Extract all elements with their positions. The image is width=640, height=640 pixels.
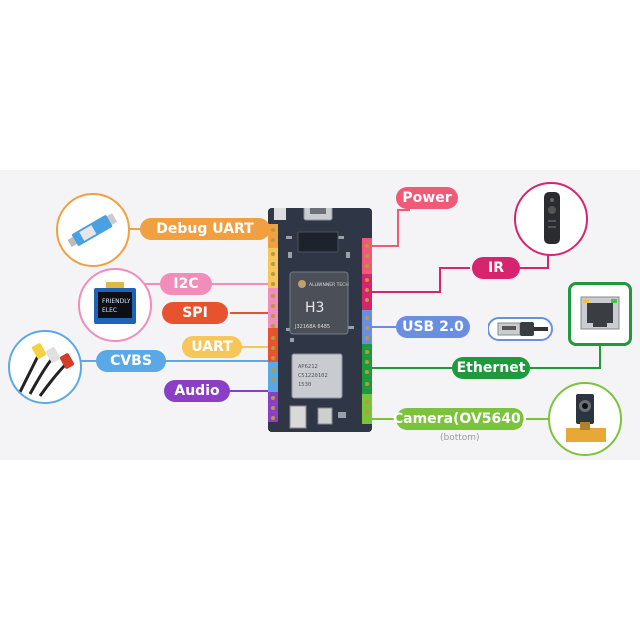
camera-bottom-note: (bottom) bbox=[440, 433, 480, 443]
ir-line-left bbox=[370, 267, 470, 293]
usb-cable-icon bbox=[487, 310, 560, 350]
module-line-3: 1530 bbox=[298, 382, 311, 388]
cvbs-label: CVBS bbox=[96, 350, 166, 372]
oled-line-1: FRIENDLY bbox=[102, 298, 131, 305]
ethernet-port-icon bbox=[568, 282, 632, 346]
oled-display-icon: FRIENDLY ELEC bbox=[78, 268, 152, 342]
power-label: Power bbox=[396, 187, 458, 209]
rca-cables-icon bbox=[8, 330, 82, 404]
ir-label: IR bbox=[472, 257, 520, 279]
camera-module-icon bbox=[548, 382, 622, 456]
camera-label: Camera(OV5640) bbox=[393, 408, 527, 430]
ethernet-line-right bbox=[530, 338, 601, 369]
power-line bbox=[370, 209, 410, 247]
uart-label: UART bbox=[182, 336, 242, 358]
module-line-1: AP6212 bbox=[298, 364, 318, 370]
module-line-2: C51220102 bbox=[298, 373, 328, 379]
usb-serial-adapter-icon bbox=[56, 193, 130, 267]
debug-uart-label: Debug UART bbox=[140, 218, 270, 240]
oled-line-2: ELEC bbox=[102, 307, 117, 314]
chip-brand-text: ALLWINNER TECH bbox=[309, 282, 349, 288]
ir-remote-icon bbox=[514, 182, 588, 256]
nanopi-board: ALLWINNER TECH H3 J32168A 6485 AP6212 C5… bbox=[268, 201, 372, 432]
spi-label: SPI bbox=[162, 302, 228, 324]
i2c-label: I2C bbox=[160, 273, 212, 295]
chip-marking-text: J32168A 6485 bbox=[294, 324, 330, 330]
chip-name-text: H3 bbox=[305, 300, 324, 316]
board-graphic: ALLWINNER TECH H3 J32168A 6485 AP6212 C5… bbox=[268, 201, 372, 432]
ethernet-label: Ethernet bbox=[452, 357, 530, 379]
audio-label: Audio bbox=[164, 380, 230, 402]
usb-label: USB 2.0 bbox=[396, 316, 470, 338]
